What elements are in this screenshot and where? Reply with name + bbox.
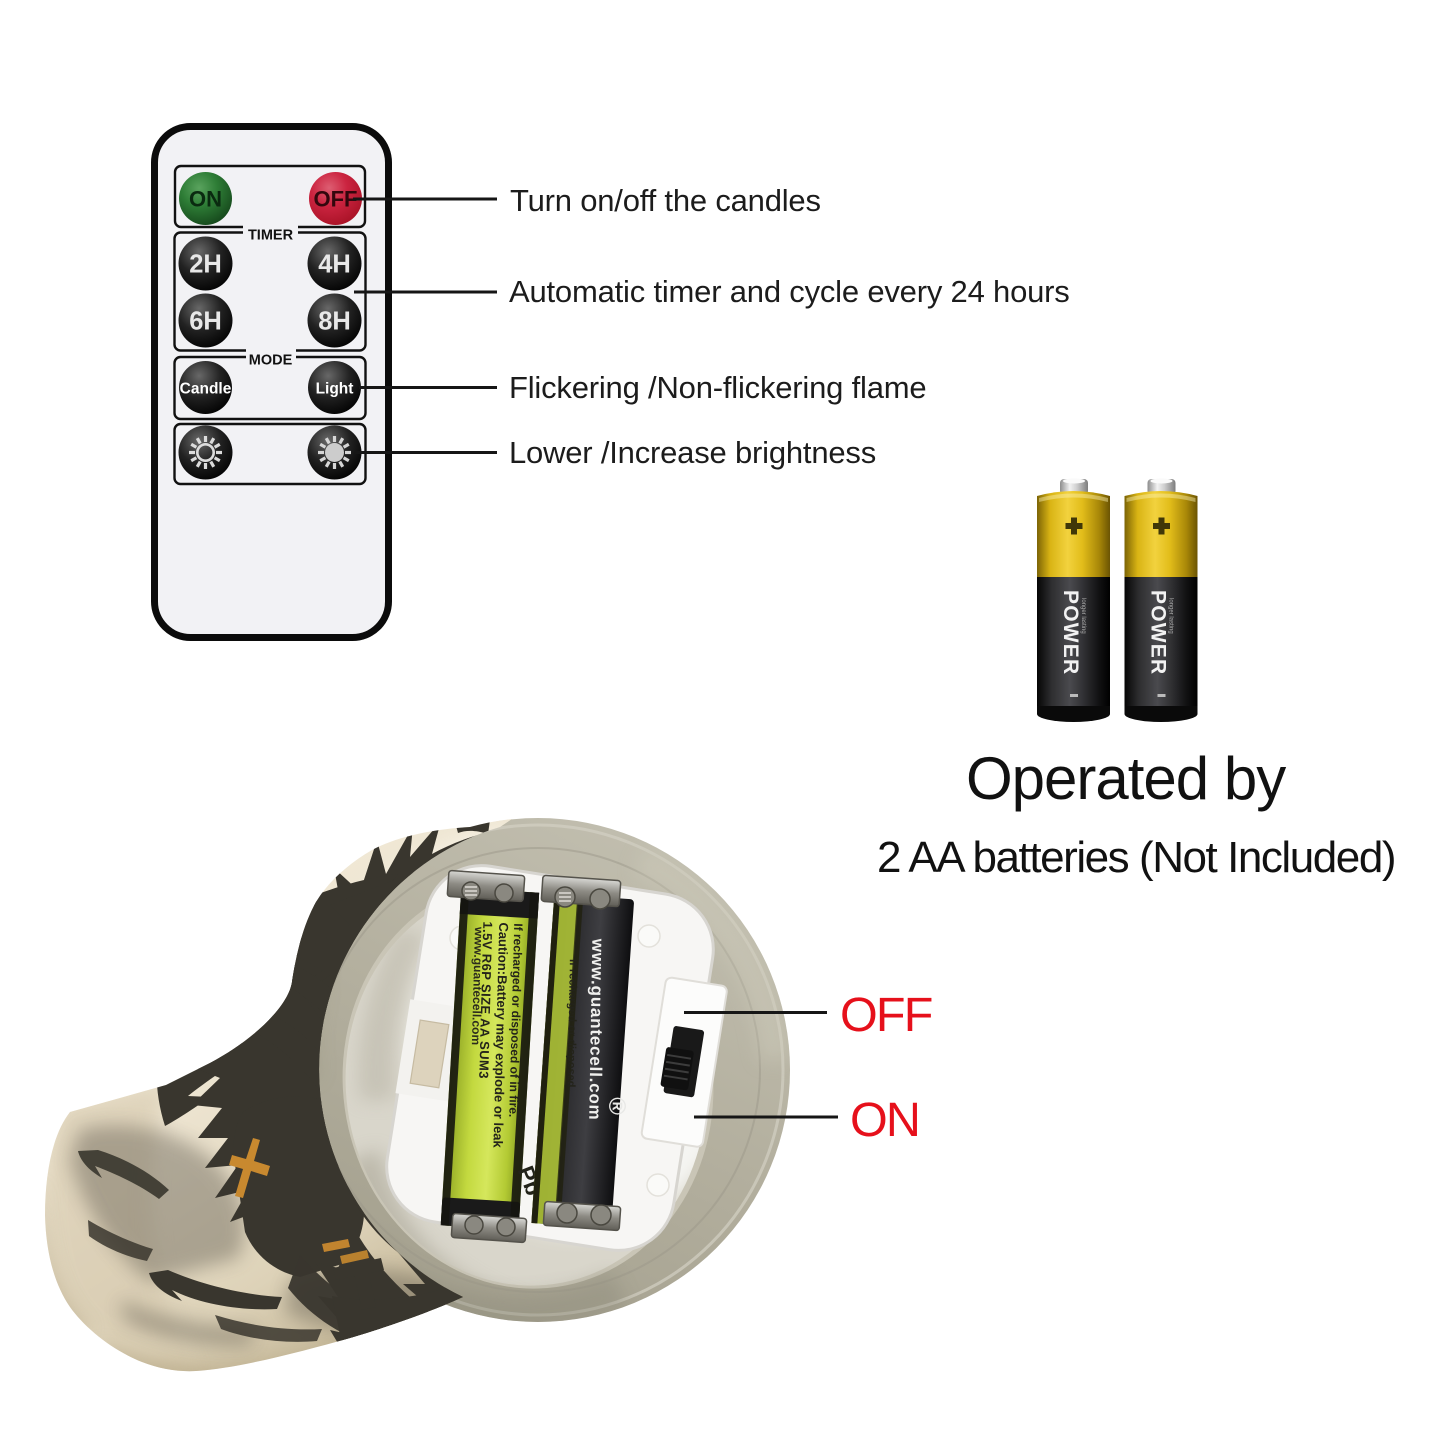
- svg-text:TIMER: TIMER: [248, 228, 294, 244]
- svg-text:OFF: OFF: [314, 187, 358, 212]
- svg-text:Light: Light: [316, 381, 354, 398]
- svg-text:If recharged or disposed of in: If recharged or disposed of in fire.: [506, 923, 525, 1117]
- svg-text:Operated by: Operated by: [966, 745, 1286, 812]
- svg-text:Candle: Candle: [180, 381, 232, 398]
- svg-text:®: ®: [603, 1097, 630, 1115]
- svg-text:Caution:Battery may explode or: Caution:Battery may explode or leak: [490, 922, 511, 1148]
- svg-text:www.guantecell.com: www.guantecell.com: [585, 938, 607, 1121]
- svg-text:MODE: MODE: [249, 353, 293, 369]
- svg-text:2 AA batteries (Not Included): 2 AA batteries (Not Included): [877, 833, 1395, 882]
- svg-text:Flickering /Non-flickering fla: Flickering /Non-flickering flame: [509, 370, 926, 405]
- svg-text:Lower /Increase brightness: Lower /Increase brightness: [509, 435, 876, 470]
- svg-text:2H: 2H: [189, 251, 222, 279]
- svg-text:6H: 6H: [189, 308, 222, 336]
- svg-text:1.5V R6P SIZE AA SUM3: 1.5V R6P SIZE AA SUM3: [476, 921, 495, 1079]
- svg-text:If recharged or disposed: If recharged or disposed: [565, 959, 579, 1088]
- svg-text:4H: 4H: [318, 251, 351, 279]
- svg-text:OFF: OFF: [840, 988, 932, 1042]
- svg-text:Turn on/off the candles: Turn on/off the candles: [510, 183, 821, 218]
- svg-text:8H: 8H: [318, 308, 351, 336]
- svg-text:Automatic timer and cycle ever: Automatic timer and cycle every 24 hours: [509, 274, 1070, 309]
- svg-text:www.guantecell.com: www.guantecell.com: [469, 926, 486, 1046]
- svg-text:ON: ON: [850, 1093, 919, 1147]
- svg-text:ON: ON: [189, 187, 222, 212]
